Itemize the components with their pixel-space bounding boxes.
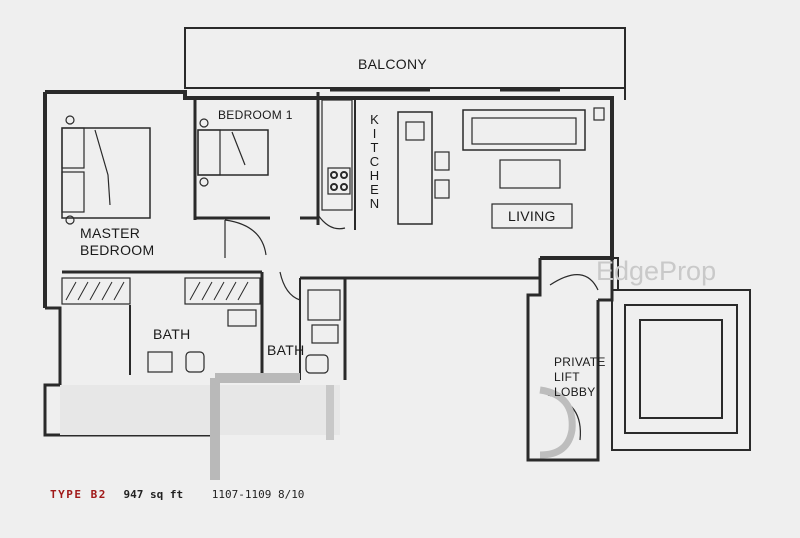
master-bed-pillow-1	[61, 127, 85, 169]
coffee-table	[499, 159, 561, 189]
label-master-line2: BEDROOM	[80, 242, 155, 258]
wardrobe-1	[61, 277, 131, 305]
watermark-shape	[210, 373, 300, 480]
label-bath-master: BATH	[153, 326, 191, 342]
living-sofa	[462, 109, 586, 151]
wardrobe-2	[184, 277, 261, 305]
master-bed-pillow-2	[61, 171, 85, 213]
kitchen-hob	[327, 167, 351, 195]
bedroom1-pillow	[197, 129, 221, 176]
master-bath-basin	[147, 351, 173, 373]
bedroom1-lamp-1	[199, 118, 209, 128]
lift-core-link	[612, 257, 619, 290]
master-bed-fold	[94, 129, 111, 206]
common-bath-shower	[307, 289, 341, 321]
bedroom1-lamp-2	[199, 177, 209, 187]
plan-footer: TYPE B2 947 sq ft 1107-1109 8/10	[50, 488, 304, 501]
label-lobby-line2: LIFT	[554, 370, 580, 384]
bath-shelf	[227, 309, 257, 327]
hob-burner	[330, 171, 338, 179]
bar-stool-2	[434, 179, 450, 199]
lower-strip	[60, 385, 340, 435]
unit-area: 947 sq ft	[123, 488, 184, 501]
label-living: LIVING	[508, 208, 556, 224]
label-master-line1: MASTER	[80, 225, 141, 241]
wardrobe-hatch-1	[65, 281, 125, 301]
sofa-seat	[471, 117, 577, 145]
lobby-walls	[526, 258, 600, 462]
common-bath-basin	[311, 324, 339, 344]
island-sink	[405, 121, 425, 141]
wardrobe-hatch-2	[189, 281, 249, 301]
master-bath-toilet	[185, 351, 205, 373]
master-bed	[61, 127, 151, 219]
label-bath-common: BATH	[267, 342, 305, 358]
bath-door-swing	[279, 271, 301, 301]
label-lobby-line1: PRIVATE	[554, 355, 606, 369]
lift-shaft	[639, 319, 723, 419]
master-lamp-2	[65, 215, 75, 225]
bedroom1-bed-fold	[231, 131, 246, 166]
kitchen-counter	[321, 99, 353, 211]
label-kitchen: KITCHEN	[367, 112, 382, 210]
bedroom1-bed	[197, 129, 269, 176]
lift-core-outer	[611, 289, 751, 451]
master-lamp-1	[65, 115, 75, 125]
common-bath-toilet	[305, 354, 329, 374]
kitchen-island	[397, 111, 433, 225]
watermark-shape	[539, 386, 576, 459]
lift-core-inner	[624, 304, 738, 434]
tv-console	[491, 203, 573, 229]
living-lamp	[593, 107, 605, 121]
hob-burner	[340, 183, 348, 191]
bar-stool-1	[434, 151, 450, 171]
bedroom1-door-swing	[224, 219, 267, 256]
lobby-door-swing	[549, 274, 599, 291]
hob-burner	[330, 183, 338, 191]
watermark-logo: EdgeProp	[596, 256, 717, 286]
unit-stack-code: 1107-1109 8/10	[211, 488, 305, 501]
kitchen-door-swing	[317, 214, 346, 230]
outer-wall-top	[45, 90, 614, 260]
label-lobby-line3: LOBBY	[554, 385, 596, 399]
hob-burner	[340, 171, 348, 179]
label-balcony: BALCONY	[358, 56, 428, 72]
label-bedroom1: BEDROOM 1	[218, 108, 293, 122]
unit-type: TYPE B2	[50, 488, 107, 501]
